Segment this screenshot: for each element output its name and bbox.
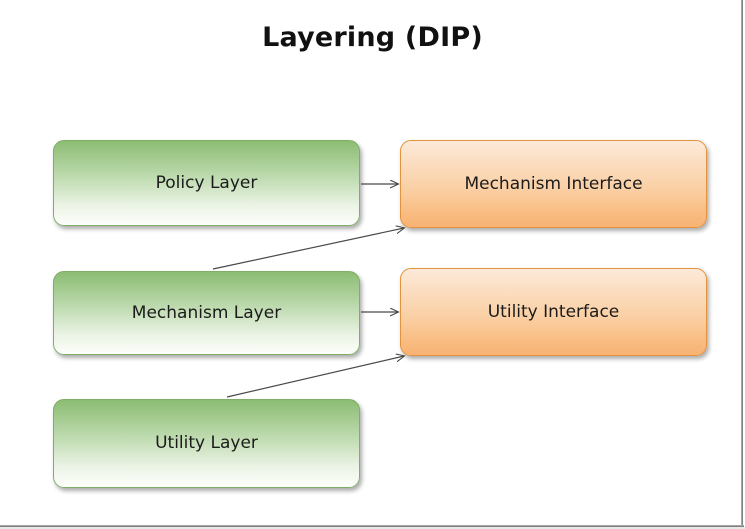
edge-utility-layer-to-utility-interface bbox=[226, 356, 404, 398]
node-utility-interface[interactable]: Utility Interface bbox=[400, 268, 707, 356]
node-policy-layer[interactable]: Policy Layer bbox=[53, 140, 360, 226]
node-utility-layer-label: Utility Layer bbox=[155, 433, 258, 454]
node-utility-interface-label: Utility Interface bbox=[487, 301, 620, 322]
node-mechanism-layer-label: Mechanism Layer bbox=[131, 302, 282, 323]
slide-frame-bottom-edge bbox=[0, 525, 744, 527]
edge-mechanism-layer-to-mechanism-interface bbox=[212, 228, 404, 270]
node-utility-layer[interactable]: Utility Layer bbox=[53, 399, 360, 488]
node-policy-layer-label: Policy Layer bbox=[155, 172, 258, 193]
slide-frame-right-edge bbox=[741, 0, 743, 527]
node-mechanism-interface[interactable]: Mechanism Interface bbox=[400, 140, 707, 228]
slide-frame-bottom-soft bbox=[0, 527, 745, 529]
node-mechanism-interface-label: Mechanism Interface bbox=[464, 173, 643, 194]
node-mechanism-layer[interactable]: Mechanism Layer bbox=[53, 271, 360, 355]
page-title: Layering (DIP) bbox=[262, 22, 483, 53]
